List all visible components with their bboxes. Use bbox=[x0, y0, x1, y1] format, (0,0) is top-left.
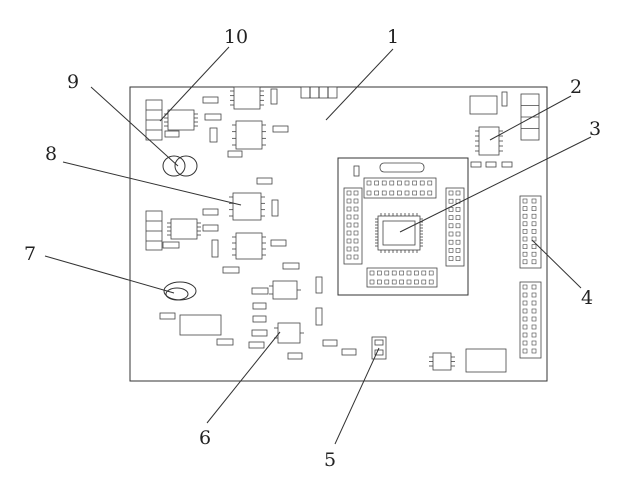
leader-10 bbox=[159, 46, 230, 122]
leader-3 bbox=[399, 136, 592, 233]
top-connector bbox=[300, 86, 338, 99]
soic-chips bbox=[232, 86, 452, 371]
left-rectangle-component bbox=[179, 314, 222, 336]
leader-8 bbox=[62, 161, 242, 206]
leader-7 bbox=[44, 255, 175, 294]
label-8: 8 bbox=[45, 143, 57, 165]
usb-port bbox=[379, 162, 425, 173]
label-7: 7 bbox=[24, 243, 36, 265]
header-dots bbox=[522, 198, 537, 354]
label-10: 10 bbox=[224, 26, 248, 48]
label-1: 1 bbox=[387, 26, 399, 48]
leader-lines bbox=[44, 46, 592, 445]
label-4: 4 bbox=[581, 287, 593, 309]
leader-2 bbox=[489, 95, 572, 141]
passive-components bbox=[159, 88, 357, 360]
chip-pins bbox=[146, 90, 539, 367]
leader-1 bbox=[325, 48, 394, 121]
label-9: 9 bbox=[67, 71, 79, 93]
label-6: 6 bbox=[199, 427, 211, 449]
label-3: 3 bbox=[589, 118, 601, 140]
label-2: 2 bbox=[570, 76, 582, 98]
crystal-7 bbox=[163, 281, 197, 301]
twin-led-9 bbox=[162, 155, 198, 177]
leader-4 bbox=[531, 239, 582, 289]
label-5: 5 bbox=[324, 449, 336, 471]
leader-5 bbox=[334, 347, 380, 445]
leader-6 bbox=[206, 331, 281, 424]
leader-9 bbox=[90, 86, 179, 167]
mcu-pins bbox=[346, 180, 461, 285]
bottom-right-rectangle bbox=[465, 348, 507, 373]
